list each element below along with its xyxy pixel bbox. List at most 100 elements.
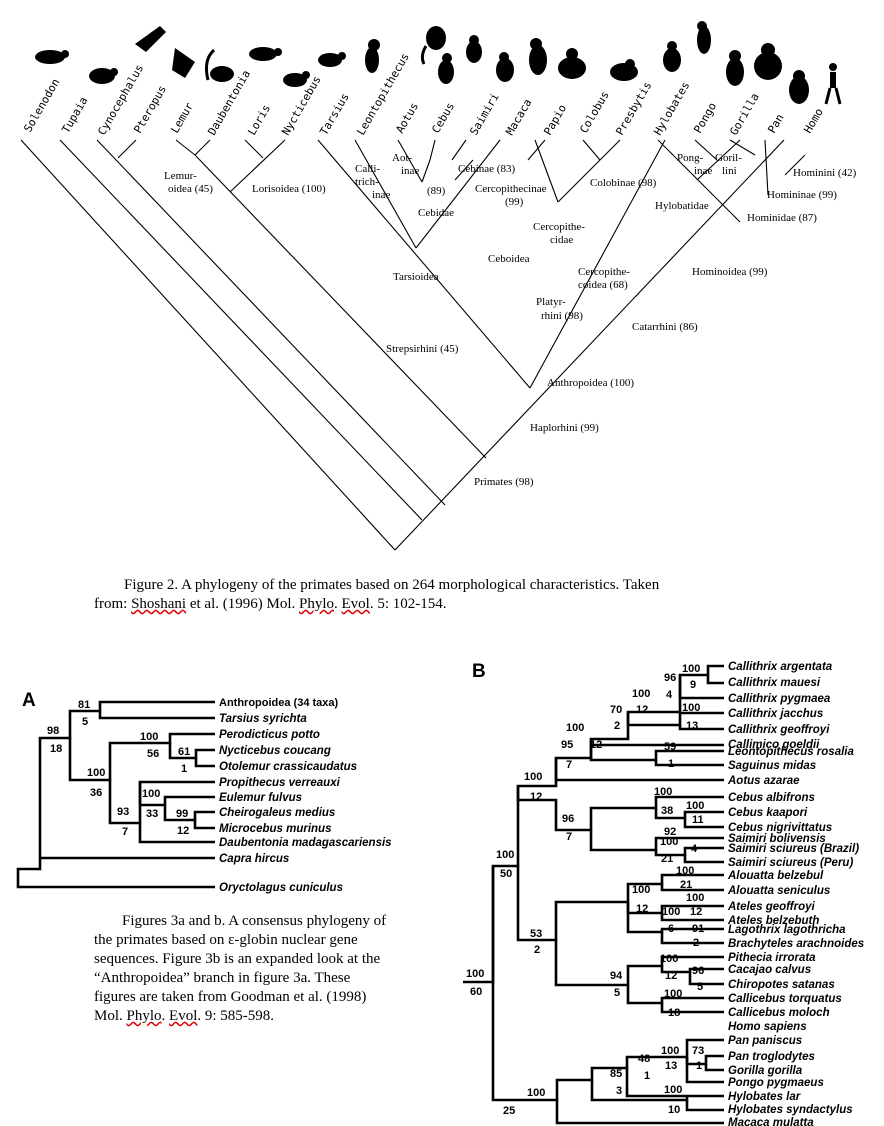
bootstrap-value: 5	[697, 981, 703, 993]
bootstrap-value: 96	[692, 965, 704, 977]
taxon-label: Chiropotes satanas	[728, 979, 835, 991]
taxon-tarsius: Tarsius	[317, 91, 351, 138]
node-hominidae: Hominidae (87)	[747, 212, 817, 224]
bootstrap-value: 73	[692, 1045, 704, 1057]
bootstrap-value: 100	[524, 771, 542, 783]
figure3a-taxa: Anthropoidea (34 taxa) Tarsius syrichta …	[219, 697, 392, 894]
node-lemuroidea-2: oidea (45)	[168, 183, 213, 195]
bootstrap-value: 13	[665, 1060, 677, 1072]
node-aotinae-3: (89)	[427, 185, 446, 197]
bootstrap-value: 100	[140, 731, 158, 743]
taxon-hylobates: Hylobates	[651, 79, 692, 137]
bootstrap-value: 99	[176, 808, 188, 820]
caption-text: Phylo	[126, 1008, 162, 1024]
bootstrap-value: 94	[610, 970, 623, 982]
taxon-label: Saguinus midas	[728, 760, 816, 772]
node-tarsioidea: Tarsioidea	[393, 271, 439, 283]
bootstrap-value: 5	[614, 987, 620, 999]
bootstrap-value: 100	[676, 865, 694, 877]
bootstrap-value: 1	[644, 1070, 650, 1082]
node-platyrrhini-2: rhini (98)	[541, 310, 583, 322]
bootstrap-value: 100	[682, 702, 700, 714]
bootstrap-value: 12	[636, 704, 648, 716]
bootstrap-value: 59	[664, 741, 676, 753]
bootstrap-value: 13	[686, 720, 698, 732]
taxon-loris: Loris	[245, 102, 273, 137]
bootstrap-value: 4	[691, 843, 698, 855]
taxon-label: Nycticebus coucang	[219, 745, 331, 757]
figure2-caption: Figure 2. A phylogeny of the primates ba…	[94, 576, 824, 614]
taxon-label: Alouatta belzebul	[727, 870, 824, 882]
taxon-label: Cebus albifrons	[728, 792, 815, 804]
bootstrap-value: 81	[78, 699, 90, 711]
taxon-label: Pongo pygmaeus	[728, 1077, 824, 1089]
bootstrap-value: 2	[693, 937, 699, 949]
bootstrap-value: 25	[503, 1105, 515, 1117]
node-callitrichinae-2: trich-	[355, 176, 379, 188]
taxon-label: Aotus azarae	[727, 775, 800, 787]
taxon-macaca: Macaca	[503, 97, 534, 138]
bootstrap-value: 6	[668, 923, 674, 935]
bootstrap-value: 12	[590, 739, 602, 751]
panel-label-b: B	[472, 661, 486, 682]
node-aotinae: Aot-	[392, 152, 413, 164]
taxon-label: Cacajao calvus	[728, 964, 811, 976]
bootstrap-value: 4	[666, 689, 673, 701]
figure3b-tree	[463, 664, 724, 1125]
taxon-papio: Papio	[541, 102, 569, 137]
taxon-cebus: Cebus	[429, 100, 457, 135]
taxon-saimiri: Saimiri	[467, 91, 501, 138]
caption-line: “Anthropoidea” branch in figure 3a. Thes…	[94, 970, 351, 986]
taxon-solenodon: Solenodon	[21, 76, 62, 134]
node-ceboidea: Ceboidea	[488, 253, 530, 265]
bootstrap-value: 96	[664, 672, 676, 684]
taxon-label: Perodicticus potto	[219, 729, 320, 741]
taxon-lemur: Lemur	[168, 100, 196, 136]
node-ponginae: Pong-	[677, 152, 704, 164]
node-cebidae: Cebidae	[418, 207, 454, 219]
caption-text: Evol	[341, 596, 370, 612]
bootstrap-value: 50	[500, 868, 512, 880]
taxon-homo: Homo	[801, 106, 826, 135]
caption-text: . 5: 102-154.	[369, 596, 447, 612]
bootstrap-value: 100	[686, 892, 704, 904]
taxon-colobus: Colobus	[577, 89, 611, 136]
node-cercopithecoidea-2: coidea (68)	[578, 279, 628, 291]
caption-line: the primates based on ε-globin nuclear g…	[94, 932, 358, 948]
bootstrap-value: 1	[696, 1060, 702, 1072]
node-aotinae-2: inae	[401, 165, 419, 177]
bootstrap-value: 100	[142, 788, 160, 800]
taxon-label: Callicebus torquatus	[728, 993, 842, 1005]
bootstrap-value: 53	[530, 928, 542, 940]
bootstrap-value: 92	[664, 826, 676, 838]
taxon-label: Callicebus moloch	[728, 1007, 830, 1019]
node-homininae: Homininae (99)	[767, 189, 837, 201]
node-cercopithecoidea: Cercopithe-	[578, 266, 630, 278]
taxon-label: Gorilla gorilla	[728, 1065, 803, 1077]
bootstrap-value: 100	[682, 663, 700, 675]
taxon-label: Callithrix argentata	[728, 661, 833, 673]
bootstrap-value: 7	[566, 831, 572, 843]
taxon-label: Callithrix pygmaea	[728, 693, 831, 705]
bootstrap-value: 61	[178, 746, 190, 758]
node-gorillini-2: lini	[722, 165, 737, 177]
bootstrap-value: 100	[632, 688, 650, 700]
caption-line: figures are taken from Goodman et al. (1…	[94, 989, 367, 1005]
bootstrap-value: 56	[147, 748, 159, 760]
taxon-anthropoidea: Anthropoidea (34 taxa)	[219, 697, 339, 709]
taxon-label: Callithrix geoffroyi	[728, 724, 830, 736]
bootstrap-value: 3	[616, 1085, 622, 1097]
bootstrap-value: 96	[562, 813, 574, 825]
taxon-label: Cebus kaapori	[728, 807, 808, 819]
taxon-presbytis: Presbytis	[613, 79, 654, 137]
node-ponginae-2: inae	[694, 165, 712, 177]
caption-line: Mol. Phylo. Evol. 9: 585-598.	[94, 1007, 454, 1026]
bootstrap-value: 38	[661, 805, 673, 817]
caption-line: sequences. Figure 3b is an expanded look…	[94, 951, 381, 967]
node-hylobatidae: Hylobatidae	[655, 200, 709, 212]
node-primates: Primates (98)	[474, 476, 534, 488]
bootstrap-value: 70	[610, 704, 622, 716]
caption-text: .	[161, 1008, 170, 1024]
taxon-aotus: Aotus	[393, 100, 421, 135]
taxon-label: Leontopithecus rosalia	[728, 746, 854, 758]
